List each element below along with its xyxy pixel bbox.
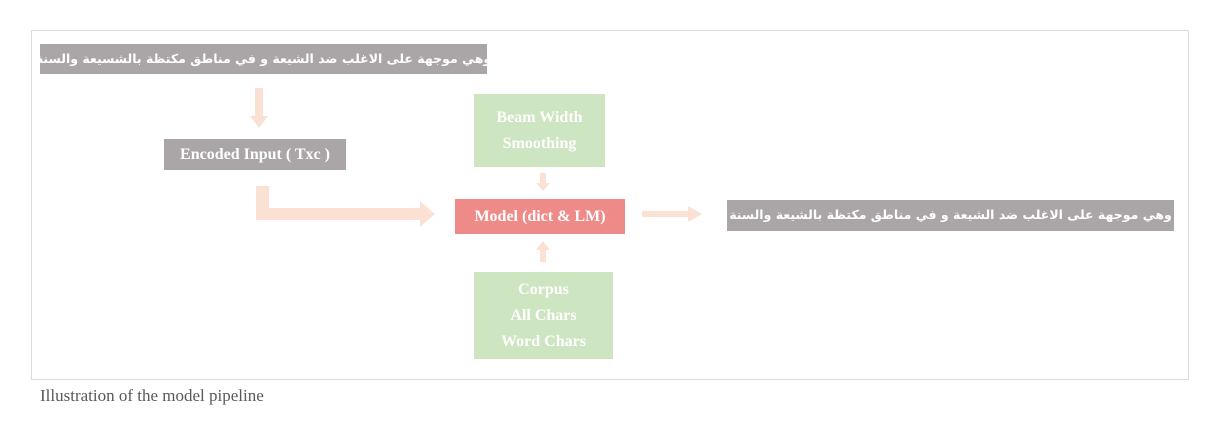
arrow-input-to-encoded bbox=[250, 88, 268, 128]
output-text: وهي موجهة على الاغلب ضد الشيعة و في مناط… bbox=[729, 207, 1172, 223]
smoothing-label: Smoothing bbox=[502, 134, 577, 152]
params-box: Beam Width Smoothing bbox=[474, 94, 605, 167]
figure-caption: Illustration of the model pipeline bbox=[40, 386, 264, 405]
input-text: وهي موجهة على الاغلب ضد الشيعة و في مناط… bbox=[35, 50, 492, 66]
arrow-model-to-output bbox=[642, 206, 702, 222]
beam-width-label: Beam Width bbox=[496, 108, 583, 126]
word-chars-label: Word Chars bbox=[501, 332, 586, 350]
encoded-input-box: Encoded Input ( Txc ) bbox=[164, 139, 346, 170]
encoded-input-label: Encoded Input ( Txc ) bbox=[180, 145, 330, 163]
arrow-encoded-to-model bbox=[256, 186, 435, 227]
output-text-box: وهي موجهة على الاغلب ضد الشيعة و في مناط… bbox=[727, 200, 1174, 231]
model-label: Model (dict & LM) bbox=[474, 207, 606, 225]
corpus-label: Corpus bbox=[518, 280, 569, 298]
corpus-box: Corpus All Chars Word Chars bbox=[474, 272, 613, 359]
model-box: Model (dict & LM) bbox=[455, 199, 625, 234]
arrow-params-to-model bbox=[536, 173, 550, 191]
arrow-corpus-to-model bbox=[536, 241, 550, 262]
input-text-box: وهي موجهة على الاغلب ضد الشيعة و في مناط… bbox=[36, 44, 491, 74]
all-chars-label: All Chars bbox=[510, 306, 577, 324]
